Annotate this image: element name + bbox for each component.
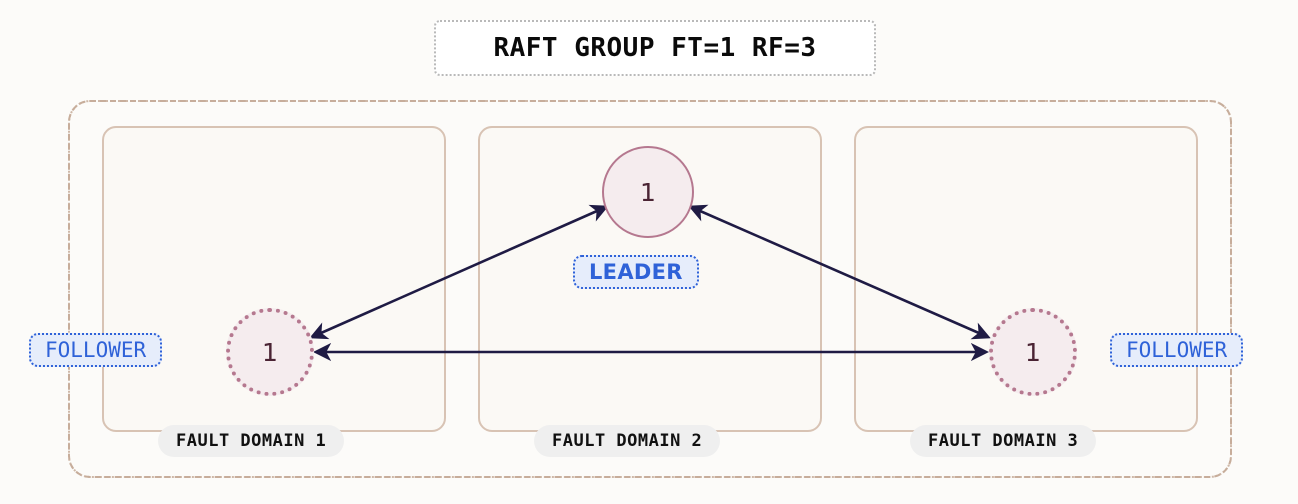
fault-domain-label-1: FAULT DOMAIN 1 — [158, 425, 345, 457]
role-badge-follower-1: FOLLOWER — [29, 333, 163, 367]
fault-domain-label-3: FAULT DOMAIN 3 — [910, 425, 1097, 457]
role-badge-follower-1-label: FOLLOWER — [45, 338, 147, 362]
raft-node-leader-value: 1 — [640, 177, 656, 207]
role-badge-follower-2: FOLLOWER — [1110, 333, 1244, 367]
role-badge-follower-2-label: FOLLOWER — [1126, 338, 1228, 362]
raft-node-follower-2[interactable]: 1 — [989, 308, 1077, 396]
raft-node-follower-2-value: 1 — [1025, 337, 1041, 367]
role-badge-leader: LEADER — [573, 255, 699, 289]
role-badge-leader-label: LEADER — [589, 260, 683, 284]
fault-domain-label-3-text: FAULT DOMAIN 3 — [928, 431, 1079, 451]
raft-node-leader[interactable]: 1 — [602, 146, 694, 238]
diagram-title-box: RAFT GROUP FT=1 RF=3 — [434, 20, 876, 76]
fault-domain-label-2-text: FAULT DOMAIN 2 — [552, 431, 703, 451]
fault-domain-label-2: FAULT DOMAIN 2 — [534, 425, 721, 457]
diagram-title: RAFT GROUP FT=1 RF=3 — [493, 33, 817, 63]
raft-node-follower-1[interactable]: 1 — [226, 308, 314, 396]
fault-domain-label-1-text: FAULT DOMAIN 1 — [176, 431, 327, 451]
raft-node-follower-1-value: 1 — [262, 337, 278, 367]
